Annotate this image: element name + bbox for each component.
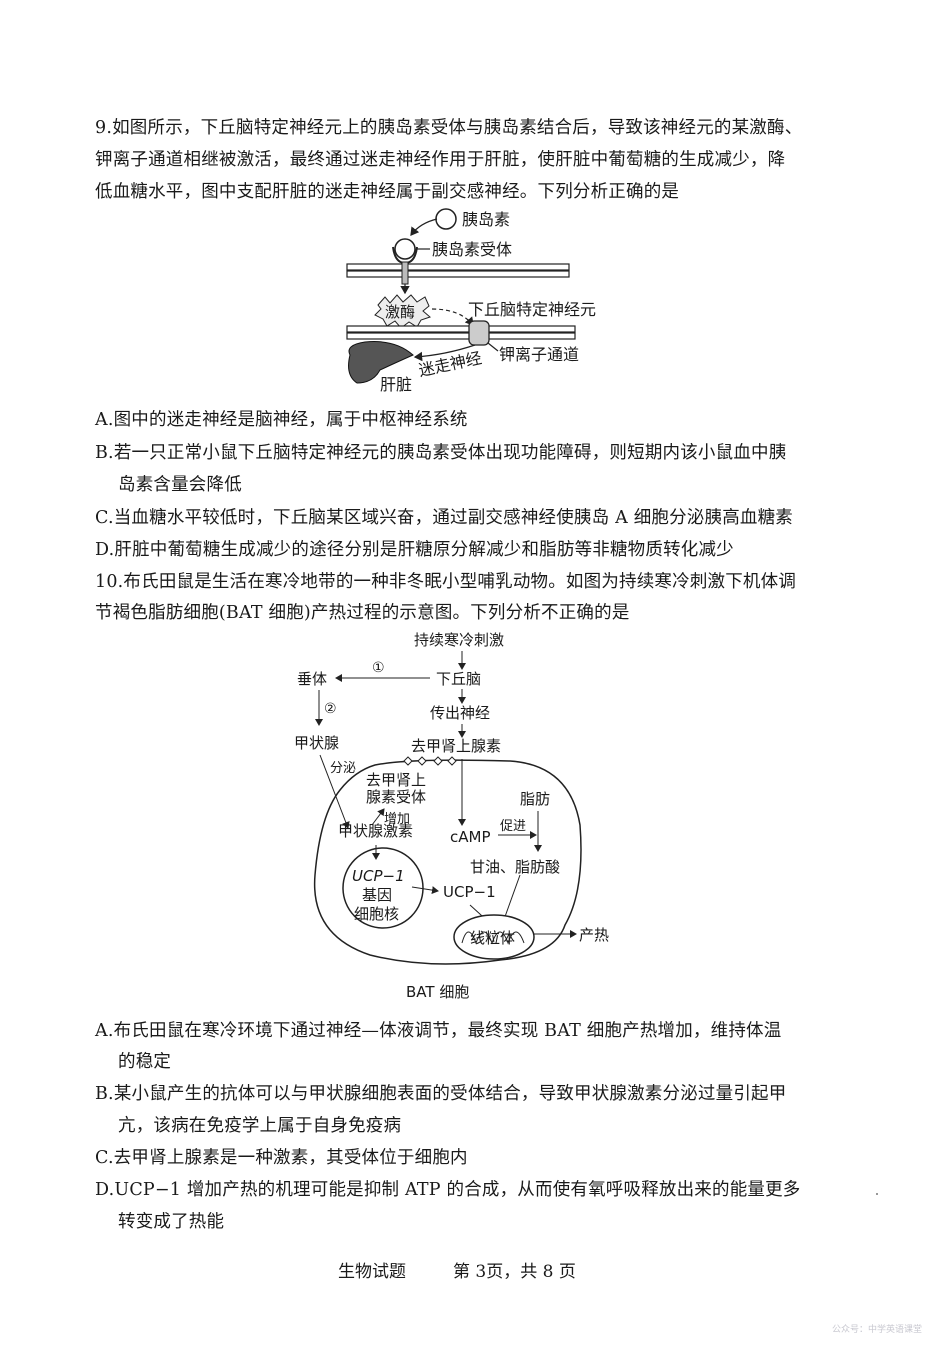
- mitochondria-label: 线粒体: [470, 929, 515, 947]
- ne-receptor-label-2: 腺素受体: [366, 788, 426, 806]
- ucp-gene-label: UCP−1: [352, 867, 405, 885]
- nucleus-icon: [342, 847, 424, 929]
- neuron-label: 下丘脑特定神经元: [468, 300, 596, 319]
- q10-option-c: C.去甲肾上腺素是一种激素，其受体位于细胞内: [95, 1148, 468, 1168]
- q9-figure: 胰岛素 胰岛素受体 激酶 下丘脑特定神经元 钾离子通道 迷走神经 肝脏: [346, 208, 596, 394]
- bat-cell-membrane: [313, 759, 582, 965]
- promote-label: 促进: [500, 819, 526, 834]
- heat-label: 产热: [579, 926, 609, 944]
- fat-label: 脂肪: [520, 790, 550, 808]
- ne-receptor-label-1: 去甲肾上: [366, 771, 426, 789]
- q9-option-b-line-2: 岛素含量会降低: [118, 475, 242, 495]
- glycerol-fatty-acid-label: 甘油、脂肪酸: [470, 858, 560, 876]
- q9-option-c: C.当血糖水平较低时，下丘脑某区域兴奋，通过副交感神经使胰岛 A 细胞分泌胰高血…: [95, 508, 793, 528]
- ucp-protein-label: UCP−1: [443, 883, 496, 901]
- q10-option-d-line-2: 转变成了热能: [118, 1212, 225, 1232]
- increase-label: 增加: [384, 812, 410, 827]
- k-channel-icon: [468, 320, 490, 346]
- step2-label: ②: [324, 701, 337, 717]
- q10-option-b-line-1: B.某小鼠产生的抗体可以与甲状腺细胞表面的受体结合，导致甲状腺激素分泌过量引起甲: [95, 1084, 787, 1104]
- insulin-receptor-label: 胰岛素受体: [432, 240, 512, 259]
- step1-label: ①: [372, 660, 385, 676]
- mitochondria-icon: [453, 914, 535, 960]
- watermark: 公众号：中学英语课堂: [832, 1325, 923, 1335]
- q10-option-d-line-1: D.UCP−1 增加产热的机理可能是抑制 ATP 的合成，从而使有氧呼吸释放出来…: [95, 1180, 801, 1200]
- efferent-nerve-label: 传出神经: [430, 704, 490, 722]
- pituitary-label: 垂体: [297, 670, 327, 688]
- kinase-label: 激酶: [385, 303, 415, 321]
- gene-label: 基因: [362, 886, 392, 904]
- kinase-icon: [374, 294, 431, 329]
- thyroid-hormone-label: 甲状腺激素: [338, 822, 413, 840]
- q10-figure: 持续寒冷刺激 下丘脑 ① 垂体 ② 传出神经 甲状腺 去甲肾上腺素 分泌 去甲肾…: [294, 631, 609, 1001]
- footer-page-number: 第 3页，共 8 页: [453, 1262, 576, 1282]
- norepinephrine-label: 去甲肾上腺素: [411, 737, 501, 755]
- receptor-icon: [394, 238, 416, 260]
- q9-option-a: A.图中的迷走神经是脑神经，属于中枢神经系统: [95, 410, 468, 430]
- liver-label: 肝脏: [380, 375, 412, 394]
- thyroid-label: 甲状腺: [294, 734, 339, 752]
- q9-stem-line-3: 低血糖水平，图中支配肝脏的迷走神经属于副交感神经。下列分析正确的是: [95, 182, 680, 202]
- bat-cell-label: BAT 细胞: [406, 983, 469, 1001]
- q9-stem-line-2: 钾离子通道相继被激活，最终通过迷走神经作用于肝脏，使肝脏中葡萄糖的生成减少，降: [95, 150, 786, 170]
- k-channel-label: 钾离子通道: [499, 345, 579, 364]
- scan-speck: [876, 1193, 878, 1195]
- q9-stem-line-1: 9.如图所示，下丘脑特定神经元上的胰岛素受体与胰岛素结合后，导致该神经元的某激酶…: [95, 118, 803, 138]
- camp-label: cAMP: [450, 828, 491, 846]
- stimulus-label: 持续寒冷刺激: [414, 631, 504, 649]
- q9-option-d: D.肝脏中葡萄糖生成减少的途径分别是肝糖原分解减少和脂肪等非糖物质转化减少: [95, 540, 734, 560]
- q10-stem-line-2: 节褐色脂肪细胞(BAT 细胞)产热过程的示意图。下列分析不正确的是: [95, 603, 630, 623]
- q10-option-a-line-2: 的稳定: [118, 1052, 172, 1072]
- insulin-label: 胰岛素: [462, 210, 510, 229]
- q9-option-b-line-1: B.若一只正常小鼠下丘脑特定神经元的胰岛素受体出现功能障碍，则短期内该小鼠血中胰: [95, 443, 787, 463]
- nucleus-label: 细胞核: [354, 905, 399, 923]
- q10-stem-line-1: 10.布氏田鼠是生活在寒冷地带的一种非冬眠小型哺乳动物。如图为持续寒冷刺激下机体…: [95, 572, 797, 592]
- footer-subject: 生物试题: [338, 1262, 406, 1282]
- q10-option-a-line-1: A.布氏田鼠在寒冷环境下通过神经—体液调节，最终实现 BAT 细胞产热增加，维持…: [95, 1021, 782, 1041]
- secrete-label: 分泌: [330, 761, 356, 776]
- liver-icon: [348, 341, 414, 384]
- hypothalamus-label: 下丘脑: [436, 670, 481, 688]
- q10-option-b-line-2: 亢，该病在免疫学上属于自身免疫病: [118, 1116, 402, 1136]
- vagus-label: 迷走神经: [417, 348, 484, 380]
- insulin-icon: [435, 208, 457, 230]
